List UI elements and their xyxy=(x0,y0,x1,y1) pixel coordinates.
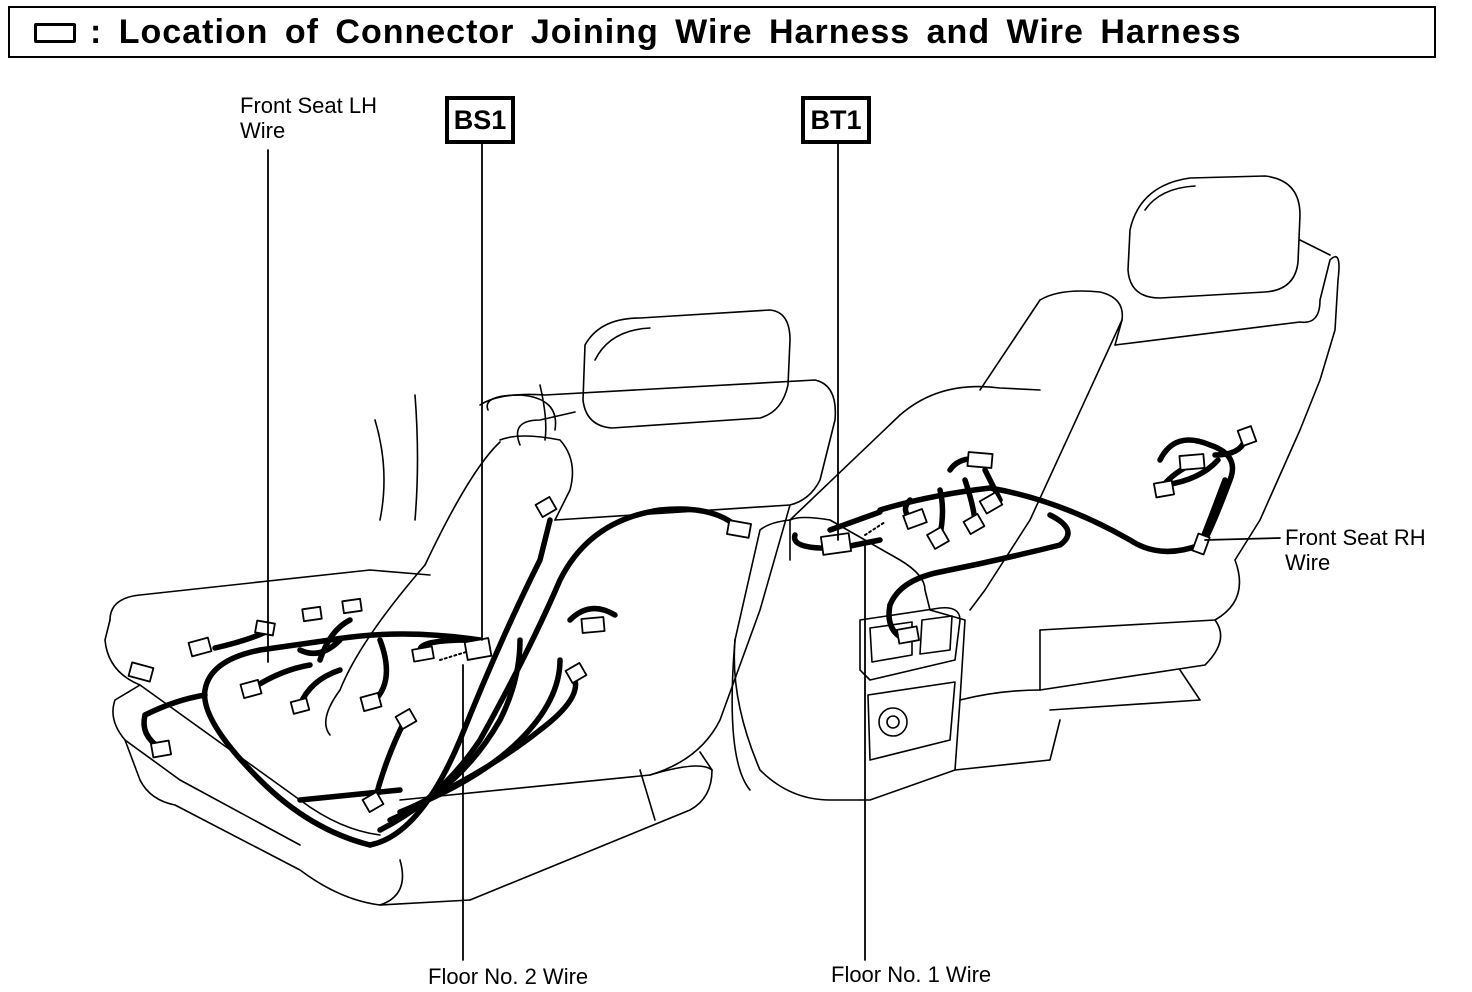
front-seat-rh-label-line1: Front Seat RH xyxy=(1285,525,1426,550)
left-seat-harness xyxy=(141,506,738,848)
right-seat xyxy=(731,175,1340,801)
bt1-callout: BT1 xyxy=(801,96,871,144)
left-seat xyxy=(104,309,837,906)
floor-no2-label: Floor No. 2 Wire xyxy=(428,964,589,989)
connector-box-icon xyxy=(34,23,76,43)
title-bar: : Location of Connector Joining Wire Har… xyxy=(8,6,1436,58)
front-seat-rh-label: Front Seat RH Wire xyxy=(1285,525,1426,575)
connector-dash-marks xyxy=(439,521,886,661)
bs1-callout: BS1 xyxy=(445,96,515,144)
front-seat-rh-label-line2: Wire xyxy=(1285,550,1331,575)
front-seat-lh-label-line2: Wire xyxy=(240,118,286,143)
page-title: : Location of Connector Joining Wire Har… xyxy=(90,12,1242,51)
floor-no1-label: Floor No. 1 Wire xyxy=(831,962,992,987)
front-seat-lh-label: Front Seat LH Wire xyxy=(240,93,377,143)
leader-lines xyxy=(267,143,1281,961)
harness-connectors xyxy=(127,425,1258,813)
right-seat-harness xyxy=(791,437,1248,643)
front-seat-lh-label-line1: Front Seat LH xyxy=(240,93,377,118)
front-seat-rh-leader xyxy=(1204,537,1281,541)
